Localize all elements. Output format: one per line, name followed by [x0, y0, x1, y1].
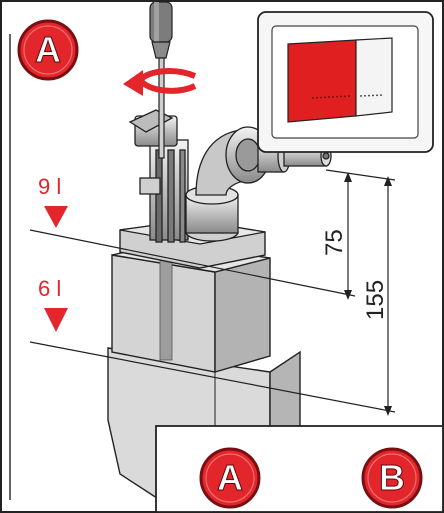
screwdriver-icon	[149, 1, 173, 159]
flush-plate	[257, 11, 434, 153]
dimension-lines	[29, 169, 396, 413]
flush-button-large	[287, 39, 357, 123]
flush-button-small	[355, 37, 393, 117]
dimension-155: 155	[362, 280, 389, 320]
down-arrow-icon	[44, 308, 68, 332]
badge-b-bottom: B	[361, 447, 423, 509]
volume-label-6l: 6 l	[38, 276, 61, 301]
badge-a-top: A	[17, 19, 79, 81]
svg-text:A: A	[217, 457, 243, 498]
volume-label-9l: 9 l	[38, 174, 61, 199]
down-arrow-icon	[44, 206, 68, 228]
svg-text:B: B	[379, 457, 405, 498]
rotation-arrow-icon	[123, 68, 197, 96]
badge-a-bottom: A	[199, 447, 261, 509]
dimension-75: 75	[321, 229, 348, 256]
float-rod	[159, 254, 173, 361]
svg-text:A: A	[35, 29, 61, 70]
dimension-arrowheads	[344, 172, 392, 416]
fill-valve	[128, 109, 189, 243]
